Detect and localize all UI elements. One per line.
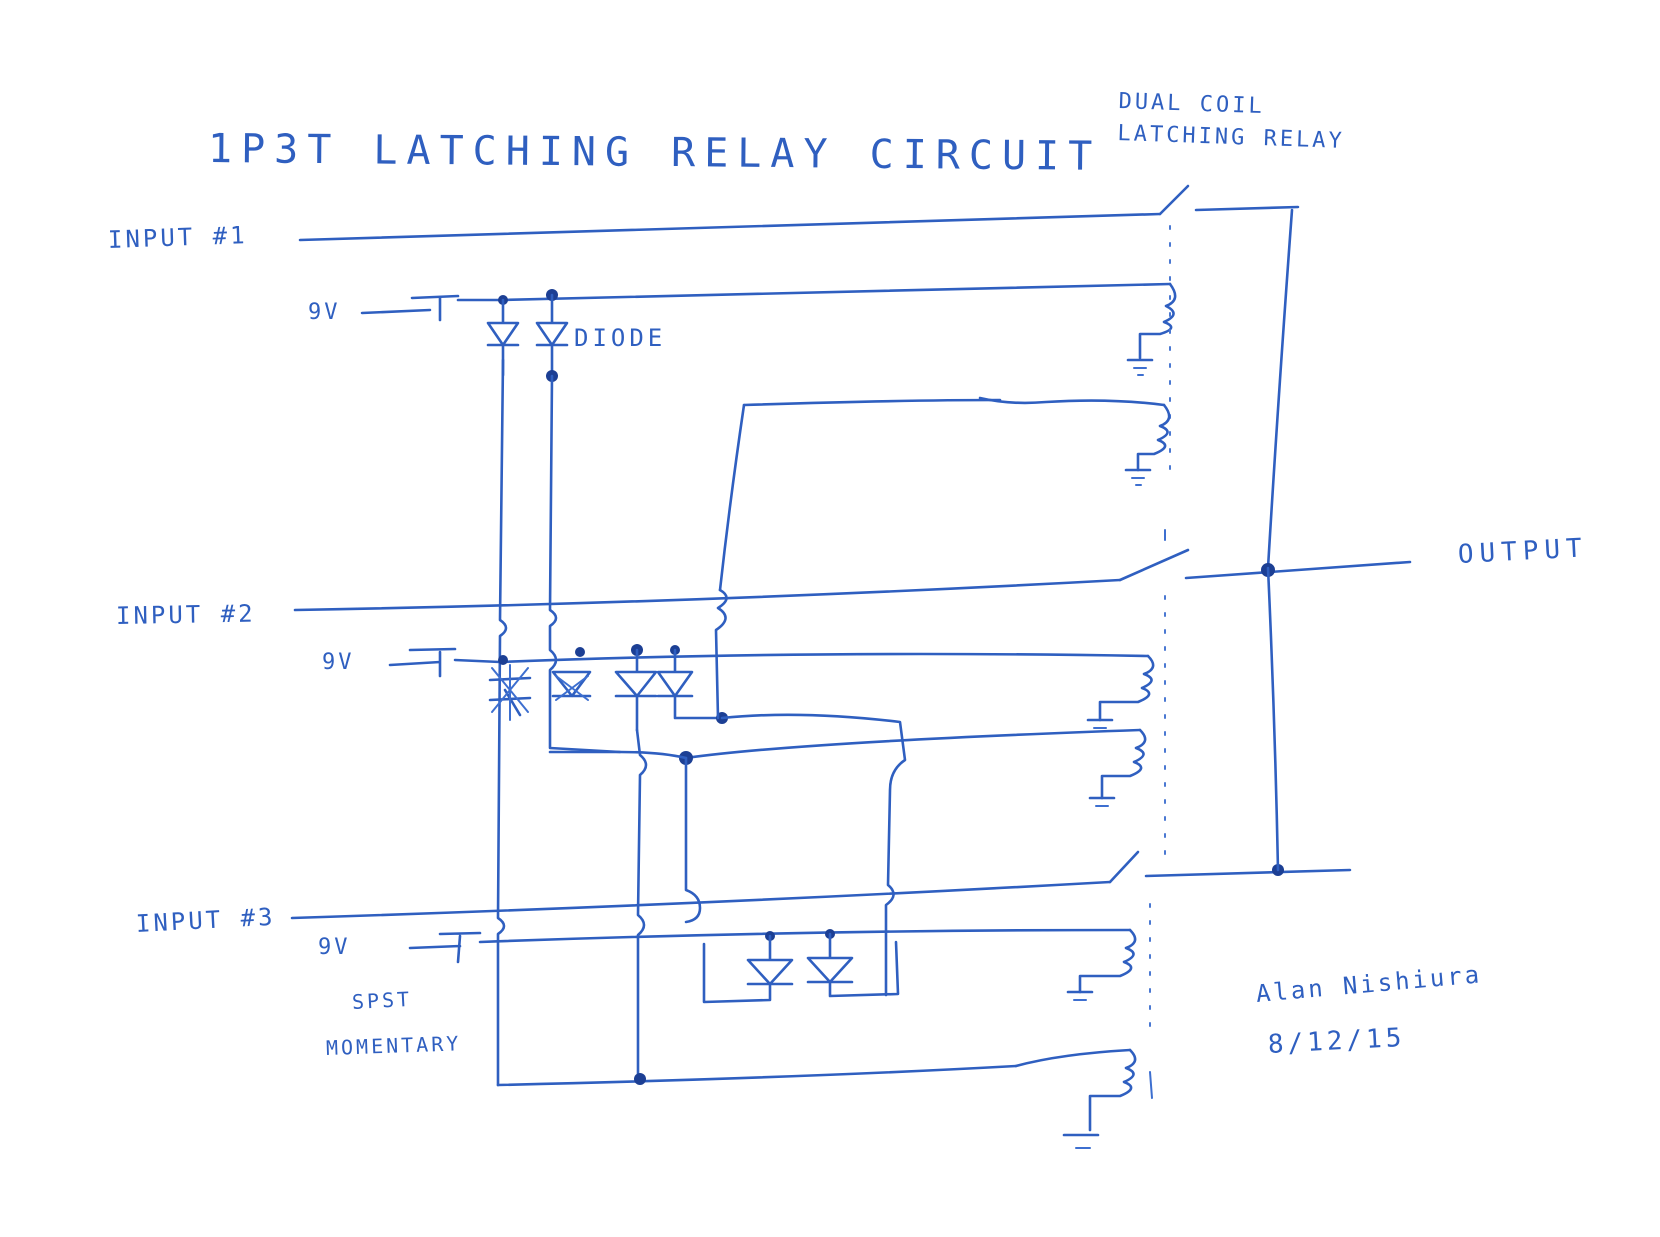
input-2-label: INPUT #2: [115, 599, 256, 630]
relay-label: DUAL COIL LATCHING RELAY: [1117, 86, 1347, 158]
led-diode-bank: [488, 648, 722, 732]
input-2-line: [293, 529, 1412, 612]
supply-1: [360, 282, 1177, 376]
supply-2: [388, 647, 1155, 729]
input-1-line: [298, 184, 1300, 570]
diode-pair-1: [486, 293, 569, 377]
supply-1-label: 9V: [308, 300, 341, 325]
coil-2-loop: [718, 396, 1171, 592]
diode-pair-3: [702, 932, 900, 1004]
diagram-title: 1P3T LATCHING RELAY CIRCUIT: [207, 126, 1102, 180]
diode-label: DIODE: [574, 324, 667, 352]
input-1-label: INPUT #1: [107, 221, 248, 254]
input-3-line: [290, 850, 1352, 920]
switch-type-label: SPST: [351, 986, 413, 1014]
switch-mode-label: MOMENTARY: [325, 1031, 462, 1060]
supply-2-label: 9V: [322, 650, 355, 675]
supply-3-label: 9V: [318, 935, 351, 960]
supply-3: [408, 928, 1137, 1001]
